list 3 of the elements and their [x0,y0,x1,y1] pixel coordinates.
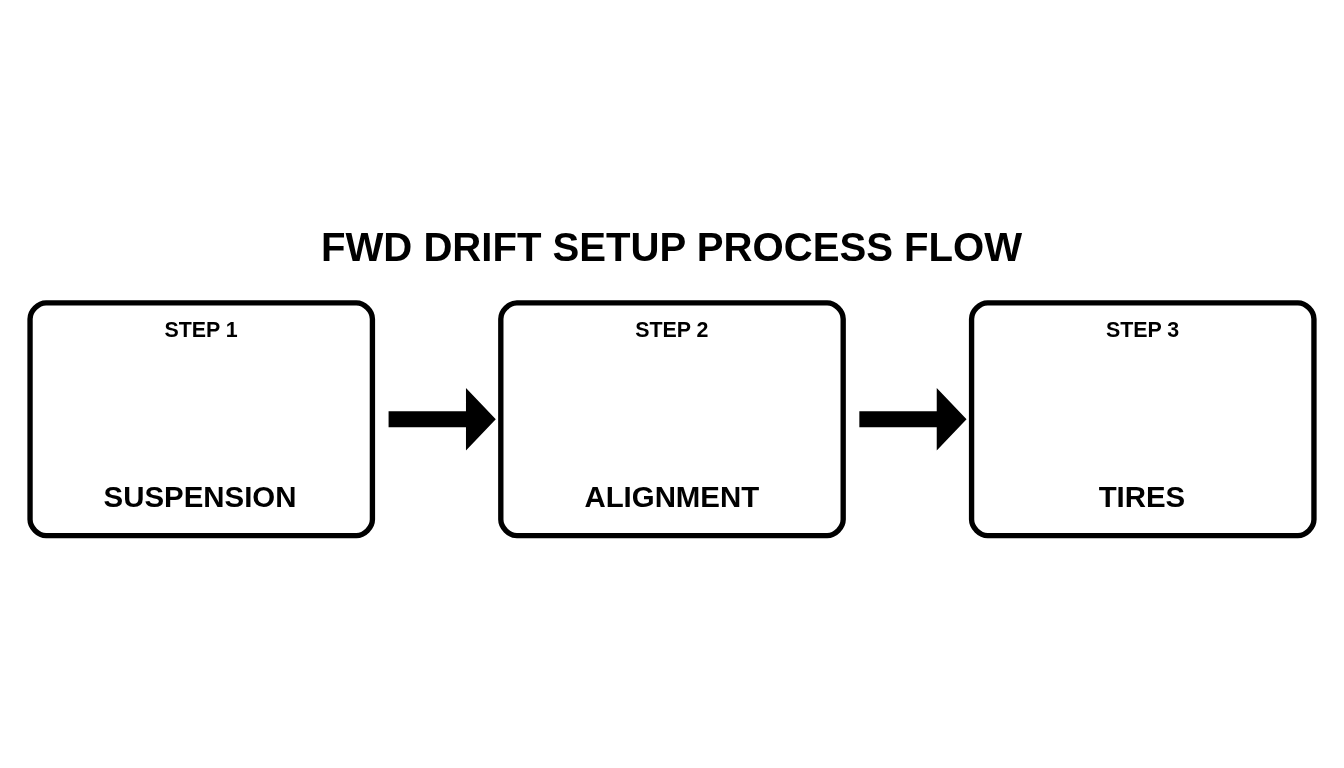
diagram-title: FWD DRIFT SETUP PROCESS FLOW [320,224,1023,270]
arrow [388,387,496,451]
arrow [859,387,967,451]
